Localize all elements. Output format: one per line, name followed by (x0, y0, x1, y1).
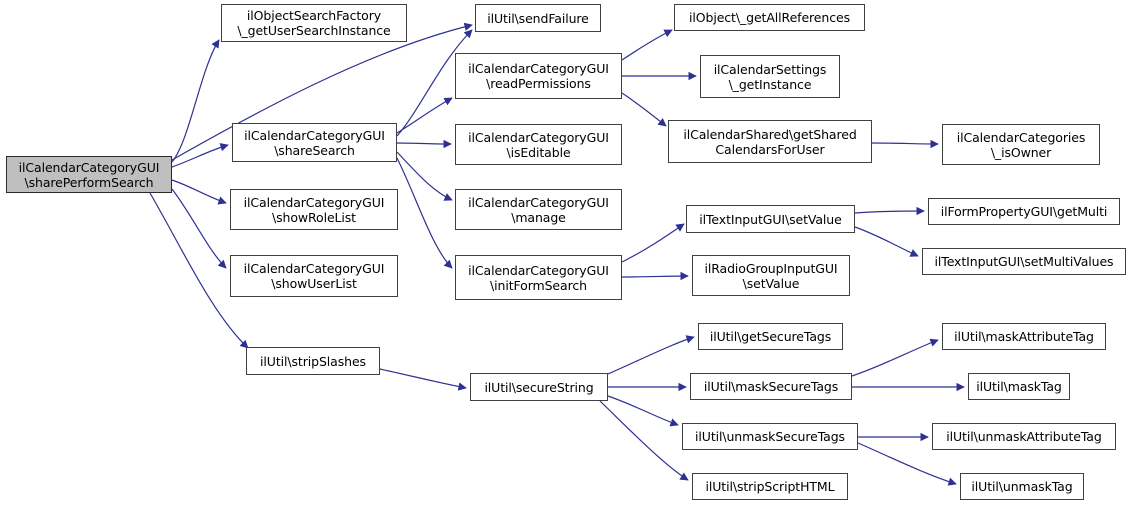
graph-node-maskAttributeTag[interactable]: ilUtil\maskAttributeTag (942, 323, 1106, 350)
graph-edge-shareSearch-to-initFormSearch (396, 157, 453, 269)
graph-node-label: ilObjectSearchFactory \_getUserSearchIns… (237, 8, 391, 38)
graph-node-secureString[interactable]: ilUtil\secureString (470, 373, 608, 401)
graph-node-getUserSearchInstance[interactable]: ilObjectSearchFactory \_getUserSearchIns… (221, 4, 407, 42)
graph-node-label: ilCalendarCategoryGUI \shareSearch (244, 127, 385, 158)
graph-node-showUserList[interactable]: ilCalendarCategoryGUI \showUserList (230, 255, 398, 297)
graph-edge-sharePerformSearch-to-getUserSearchInstance (171, 39, 220, 163)
graph-edge-shareSearch-to-isEditable (396, 139, 452, 149)
graph-edge-initFormSearch-to-textInputSetValue (621, 223, 685, 263)
graph-node-label: ilCalendarCategoryGUI \isEditable (468, 129, 609, 160)
graph-edge-stripSlashes-to-secureString (379, 368, 467, 391)
graph-node-label: ilUtil\maskAttributeTag (954, 329, 1094, 344)
graph-node-maskSecureTags[interactable]: ilUtil\maskSecureTags (690, 373, 852, 400)
graph-node-label: ilUtil\secureString (484, 379, 594, 395)
graph-edge-maskSecureTags-to-maskAttributeTag (851, 338, 939, 377)
graph-node-stripScriptHTML[interactable]: ilUtil\stripScriptHTML (692, 473, 848, 500)
graph-node-radioGroupSetValue[interactable]: ilRadioGroupInputGUI \setValue (692, 255, 850, 296)
graph-node-readPermissions[interactable]: ilCalendarCategoryGUI \readPermissions (455, 53, 622, 99)
graph-edge-textInputSetValue-to-textInputSetMultiValues (854, 226, 919, 257)
graph-node-stripSlashes[interactable]: ilUtil\stripSlashes (246, 347, 380, 375)
graph-node-label: ilCalendarSettings \_getInstance (713, 61, 827, 92)
graph-node-label: ilObject\_getAllReferences (689, 10, 850, 25)
graph-node-label: ilCalendarCategoryGUI \manage (468, 194, 609, 225)
graph-node-label: ilCalendarCategories \_isOwner (956, 129, 1086, 160)
graph-node-unmaskAttributeTag[interactable]: ilUtil\unmaskAttributeTag (932, 423, 1116, 450)
graph-node-label: ilFormPropertyGUI\getMulti (940, 204, 1108, 219)
graph-node-label: ilUtil\unmaskTag (971, 479, 1073, 494)
graph-node-label: ilUtil\maskTag (976, 379, 1062, 394)
graph-edge-secureString-to-getSecureTags (607, 335, 695, 375)
graph-node-label: ilUtil\maskSecureTags (703, 379, 839, 394)
graph-edge-readPermissions-to-getSharedCalendarsForUser (621, 92, 667, 127)
graph-node-label: ilUtil\sendFailure (487, 10, 589, 26)
graph-node-label: ilRadioGroupInputGUI \setValue (704, 260, 838, 291)
graph-node-label: ilCalendarCategoryGUI \showUserList (243, 261, 385, 291)
graph-node-calendarSettingsGetInstance[interactable]: ilCalendarSettings \_getInstance (700, 55, 840, 98)
graph-node-label: ilUtil\getSecureTags (709, 329, 832, 344)
graph-node-getSharedCalendarsForUser[interactable]: ilCalendarShared\getShared CalendarsForU… (668, 120, 872, 163)
graph-node-sendFailure[interactable]: ilUtil\sendFailure (475, 4, 601, 32)
graph-node-shareSearch[interactable]: ilCalendarCategoryGUI \shareSearch (232, 123, 397, 162)
graph-edge-sharePerformSearch-to-showRoleList (171, 179, 227, 205)
graph-node-maskTag[interactable]: ilUtil\maskTag (968, 373, 1070, 400)
graph-edge-shareSearch-to-manage (396, 151, 453, 201)
graph-node-formPropertyGetMulti[interactable]: ilFormPropertyGUI\getMulti (928, 198, 1120, 225)
graph-node-manage[interactable]: ilCalendarCategoryGUI \manage (455, 189, 622, 230)
graph-node-initFormSearch[interactable]: ilCalendarCategoryGUI \initFormSearch (455, 255, 622, 300)
graph-node-label: ilTextInputGUI\setValue (699, 211, 842, 227)
graph-node-label: ilTextInputGUI\setMultiValues (934, 254, 1114, 269)
graph-node-showRoleList[interactable]: ilCalendarCategoryGUI \showRoleList (230, 189, 398, 230)
graph-node-getSecureTags[interactable]: ilUtil\getSecureTags (698, 323, 843, 350)
graph-edge-shareSearch-to-readPermissions (396, 97, 453, 134)
graph-node-isEditable[interactable]: ilCalendarCategoryGUI \isEditable (455, 124, 622, 165)
graph-node-label: ilCalendarCategoryGUI \sharePerformSearc… (18, 159, 160, 190)
graph-node-sharePerformSearch[interactable]: ilCalendarCategoryGUI \sharePerformSearc… (6, 156, 172, 193)
graph-node-label: ilCalendarCategoryGUI \showRoleList (243, 194, 385, 225)
graph-edge-sharePerformSearch-to-showUserList (171, 188, 227, 269)
graph-edge-secureString-to-stripScriptHTML (599, 400, 689, 481)
graph-edge-sharePerformSearch-to-shareSearch (171, 143, 229, 168)
graph-node-label: ilCalendarShared\getShared CalendarsForU… (683, 126, 857, 157)
graph-node-textInputSetMultiValues[interactable]: ilTextInputGUI\setMultiValues (922, 248, 1126, 275)
graph-node-label: ilCalendarCategoryGUI \readPermissions (468, 61, 609, 91)
graph-edge-textInputSetValue-to-formPropertyGetMulti (854, 206, 925, 216)
graph-node-label: ilCalendarCategoryGUI \initFormSearch (468, 262, 609, 293)
graph-edge-getSharedCalendarsForUser-to-calendarCategoriesIsOwner (871, 139, 939, 149)
graph-node-unmaskTag[interactable]: ilUtil\unmaskTag (960, 473, 1084, 500)
graph-node-label: ilUtil\stripScriptHTML (705, 479, 835, 494)
graph-node-label: ilUtil\stripSlashes (260, 353, 366, 369)
graph-edge-secureString-to-unmaskSecureTags (607, 395, 679, 427)
graph-node-label: ilUtil\unmaskAttributeTag (946, 429, 1102, 444)
graph-node-getAllReferences[interactable]: ilObject\_getAllReferences (674, 4, 865, 31)
graph-node-label: ilUtil\unmaskSecureTags (695, 429, 845, 444)
graph-node-unmaskSecureTags[interactable]: ilUtil\unmaskSecureTags (682, 423, 858, 450)
graph-edge-readPermissions-to-getAllReferences (621, 29, 673, 61)
graph-node-textInputSetValue[interactable]: ilTextInputGUI\setValue (686, 205, 855, 233)
graph-edge-initFormSearch-to-radioGroupSetValue (621, 271, 689, 281)
graph-node-calendarCategoriesIsOwner[interactable]: ilCalendarCategories \_isOwner (942, 124, 1100, 165)
